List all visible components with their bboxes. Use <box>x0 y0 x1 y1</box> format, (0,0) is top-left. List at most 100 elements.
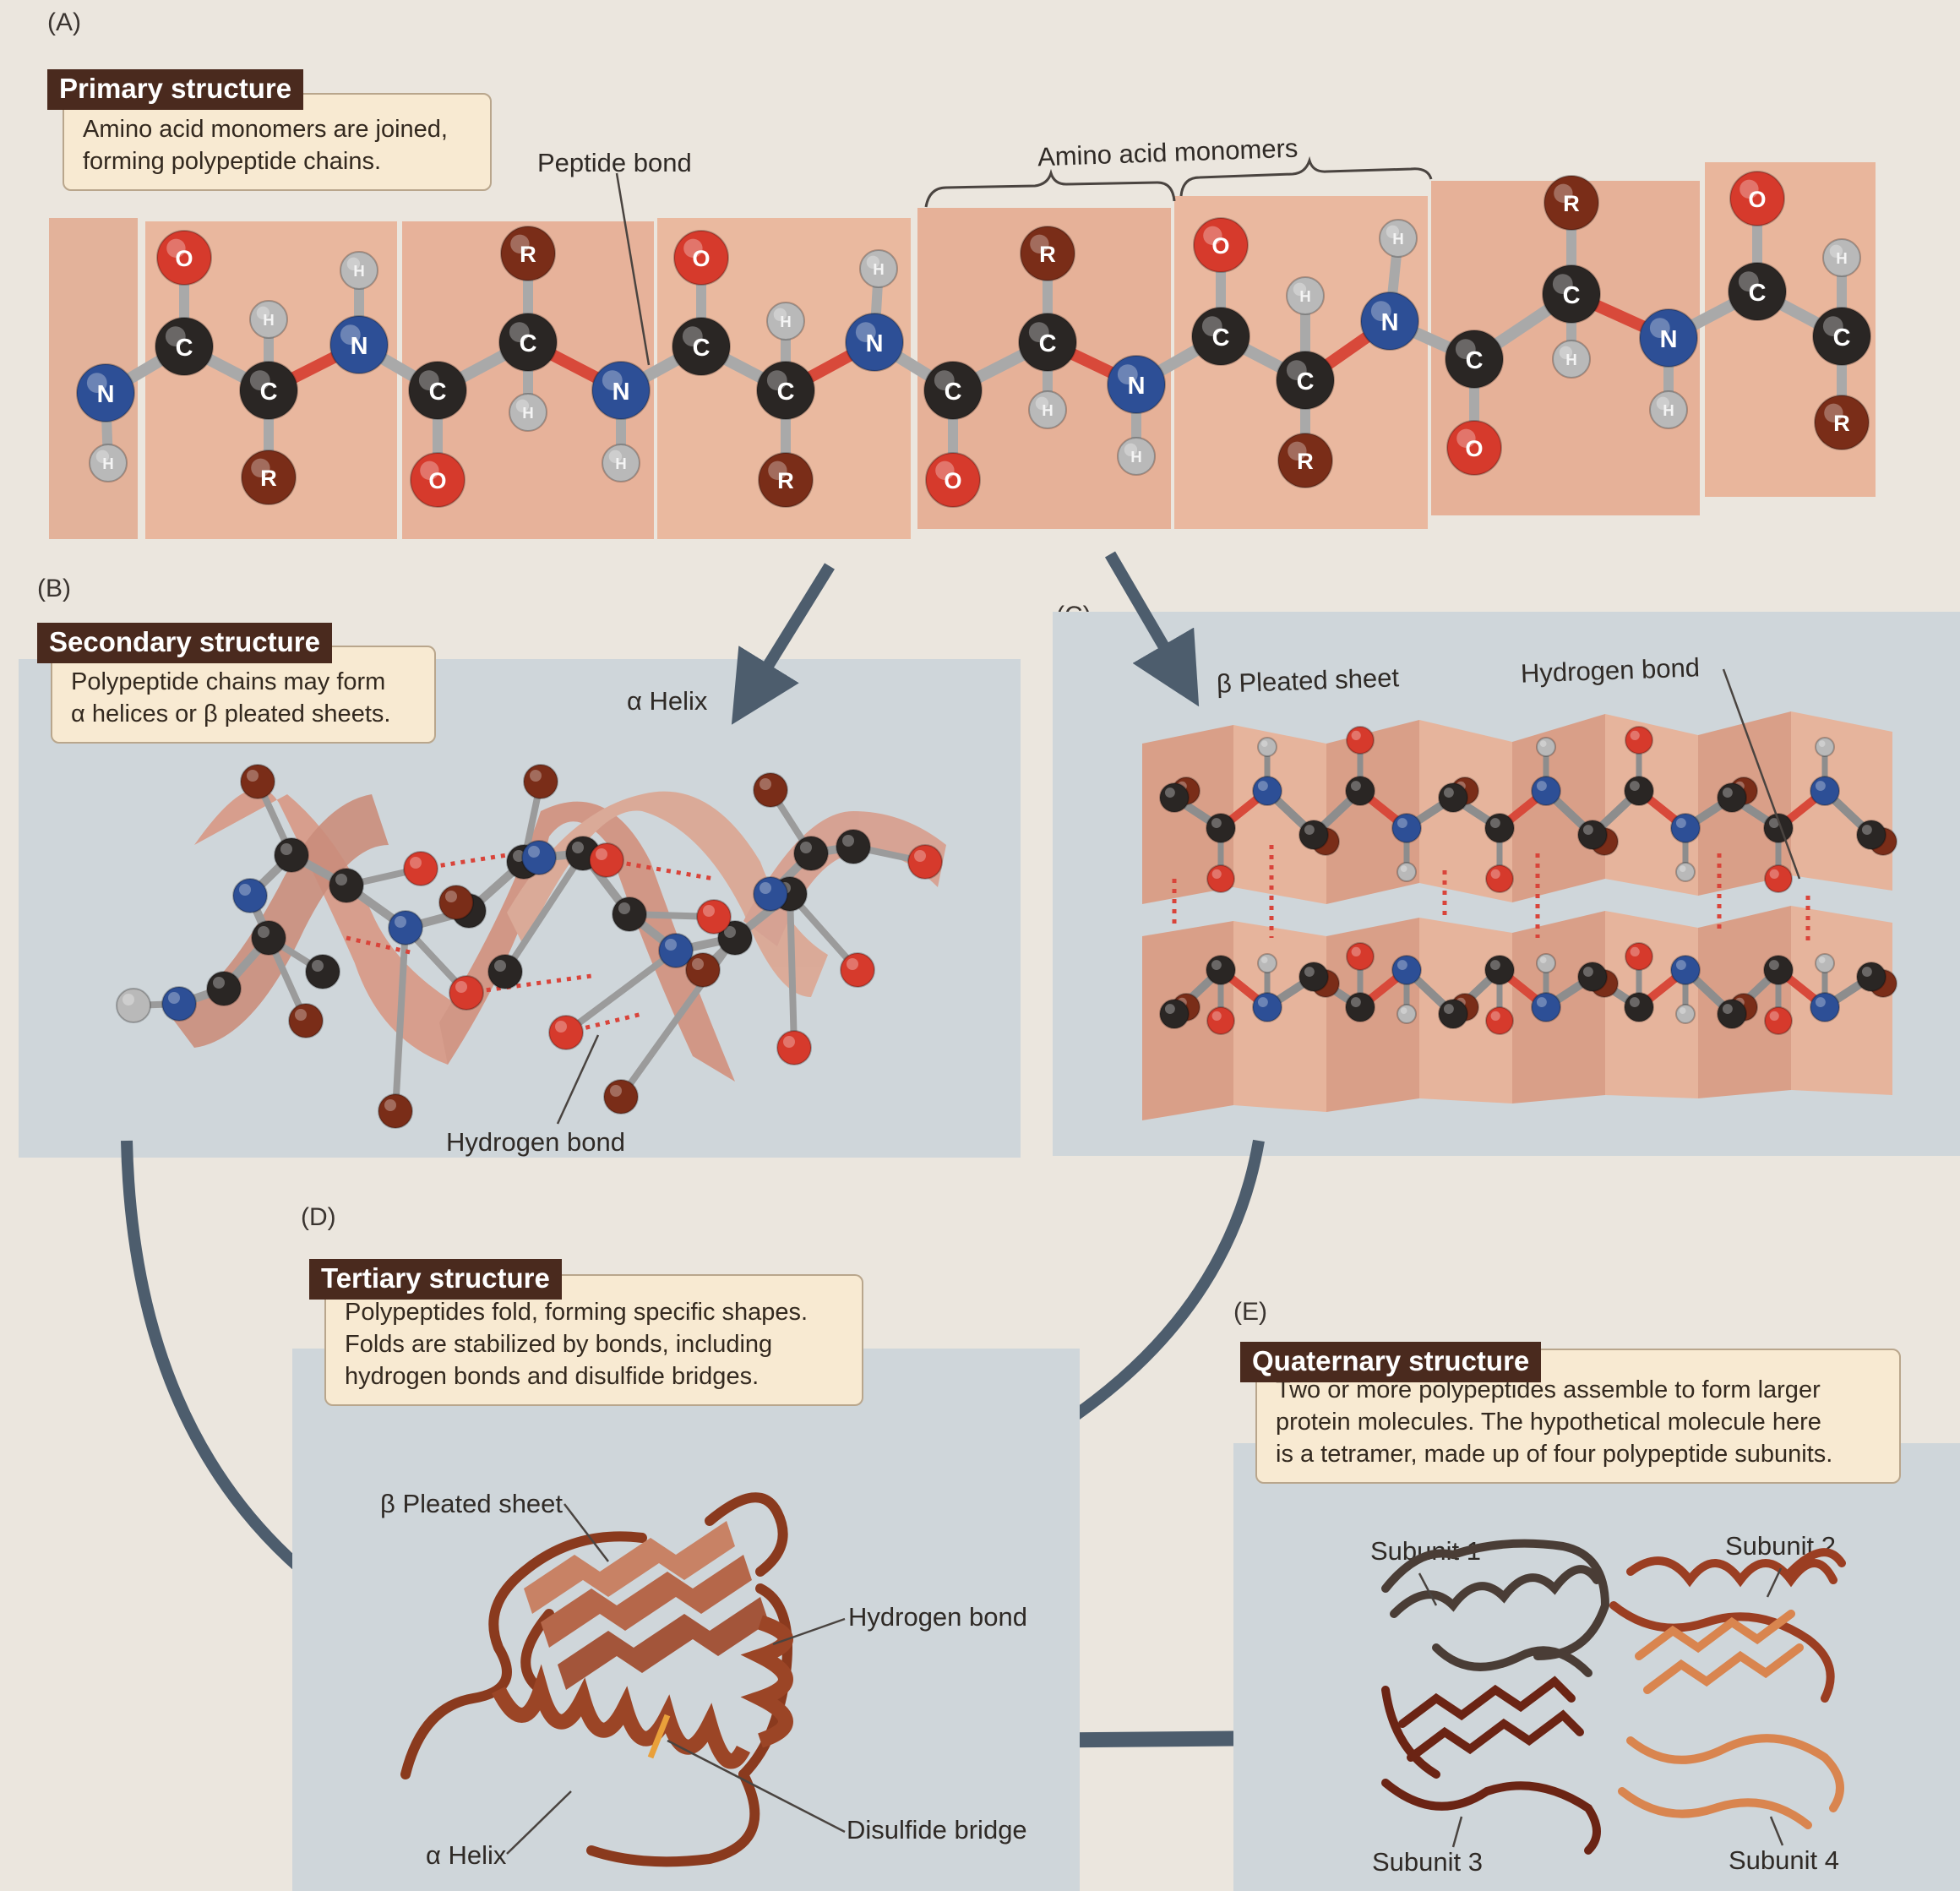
carbon-atom <box>487 954 523 989</box>
carbon-atom <box>1856 820 1886 850</box>
hydrogen-bond-line <box>466 973 592 995</box>
helix-atoms <box>116 764 943 1129</box>
oxygen-atom <box>548 1015 584 1050</box>
carbon-atom <box>1298 962 1329 992</box>
caption-line: is a tetramer, made up of four polypepti… <box>1276 1441 1833 1468</box>
oxygen-atom: O <box>925 452 981 508</box>
sheet-hydrogen-bonds <box>1172 845 1810 946</box>
caption-line: α helices or β pleated sheets. <box>71 700 391 728</box>
hydrogen-atom <box>1675 862 1696 882</box>
tertiary-hbond-label: Hydrogen bond <box>848 1602 1027 1632</box>
carbon-atom: C <box>756 361 815 420</box>
carbon-atom <box>1484 813 1515 843</box>
tertiary-sheet-label: β Pleated sheet <box>380 1489 564 1518</box>
covalent-bond <box>502 850 586 975</box>
side-chain-atom <box>685 952 721 988</box>
side-chain-atom <box>603 1079 639 1114</box>
nitrogen-atom: N <box>329 315 389 374</box>
side-chain-atom: R <box>1544 175 1599 231</box>
svg-text:O: O <box>428 467 446 493</box>
subunit-4-fold <box>1618 1610 1844 1829</box>
peptide-bond-pointer <box>615 172 651 366</box>
caption-line: forming polypeptide chains. <box>83 148 382 175</box>
carbon-atom <box>1577 962 1608 992</box>
svg-text:C: C <box>693 335 710 362</box>
oxygen-atom <box>1625 726 1653 755</box>
carbon-atom <box>1206 813 1236 843</box>
oxygen-atom <box>1346 726 1375 755</box>
side-chain-atom <box>288 1003 324 1038</box>
hydrogen-atom: H <box>249 300 288 339</box>
carbon-atom <box>305 954 340 989</box>
hydrogen-atom: H <box>1822 238 1861 277</box>
carbon-atom <box>1484 955 1515 985</box>
monomer-bracket-left <box>924 168 1176 208</box>
svg-text:R: R <box>777 467 794 493</box>
carbon-atom <box>1298 820 1329 850</box>
svg-text:C: C <box>1466 347 1484 374</box>
hydrogen-atom <box>1257 953 1277 973</box>
hydrogen-atom <box>1815 737 1835 757</box>
quaternary-structure-title: Quaternary structure <box>1240 1342 1542 1382</box>
svg-text:C: C <box>1039 330 1057 357</box>
svg-text:C: C <box>1749 280 1767 307</box>
hydrogen-atom <box>1396 862 1417 882</box>
nitrogen-atom <box>521 840 557 875</box>
covalent-bond <box>787 891 798 1051</box>
hydrogen-atom: H <box>1552 340 1591 379</box>
sheet-hbond-pointer <box>1722 668 1801 880</box>
covalent-bond <box>787 891 861 973</box>
quaternary-pointers <box>1418 1567 1784 1848</box>
svg-text:H: H <box>353 262 365 280</box>
oxygen-atom: O <box>1729 171 1785 226</box>
oxygen-atom: O <box>410 452 466 508</box>
nitrogen-atom: N <box>845 313 904 372</box>
carbon-atom <box>1159 999 1190 1029</box>
svg-text:N: N <box>97 381 115 408</box>
carbon-atom <box>1206 955 1236 985</box>
nitrogen-atom <box>753 876 788 912</box>
svg-text:H: H <box>1042 401 1054 419</box>
hydrogen-atom <box>1536 953 1556 973</box>
oxygen-atom: O <box>673 230 729 286</box>
caption-line: protein molecules. The hypothetical mole… <box>1276 1409 1821 1436</box>
side-chain-atom <box>523 764 558 799</box>
subunit-2-fold <box>1609 1548 1846 1703</box>
side-chain-atom: R <box>500 226 556 281</box>
svg-text:O: O <box>944 467 961 493</box>
hydrogen-atom <box>1536 737 1556 757</box>
nitrogen-atom <box>1810 992 1840 1022</box>
svg-text:R: R <box>1563 190 1580 216</box>
nitrogen-atom <box>1391 955 1422 985</box>
tertiary-structure-title: Tertiary structure <box>309 1259 562 1300</box>
tertiary-helix-label: α Helix <box>426 1840 507 1870</box>
oxygen-atom <box>696 899 732 935</box>
nitrogen-atom <box>1670 813 1701 843</box>
hydrogen-bond-line <box>346 935 415 956</box>
svg-text:O: O <box>1211 232 1229 259</box>
svg-text:H: H <box>1836 249 1848 267</box>
alpha-helix-label: α Helix <box>627 686 708 716</box>
oxygen-atom <box>1485 1006 1514 1035</box>
nitrogen-atom <box>658 933 694 968</box>
oxygen-atom <box>449 975 484 1011</box>
tertiary-pointers <box>506 1503 846 1855</box>
helix-hbond-pointer <box>556 1034 600 1125</box>
hydrogen-atom <box>1396 1004 1417 1024</box>
nitrogen-atom: N <box>1107 355 1166 414</box>
panel-d-letter: (D) <box>301 1203 336 1231</box>
hydrogen-atom: H <box>1379 219 1418 258</box>
carbon-atom <box>1717 782 1747 813</box>
hydrogen-bond-line <box>420 853 508 871</box>
carbon-atom <box>1438 999 1468 1029</box>
carbon-atom: C <box>1018 313 1077 372</box>
svg-text:O: O <box>1465 435 1483 461</box>
svg-text:N: N <box>1128 373 1146 400</box>
subunit-3-fold <box>1381 1676 1601 1855</box>
oxygen-atom <box>1764 864 1793 893</box>
carbon-atom <box>1856 962 1886 992</box>
carbon-atom <box>206 971 242 1006</box>
